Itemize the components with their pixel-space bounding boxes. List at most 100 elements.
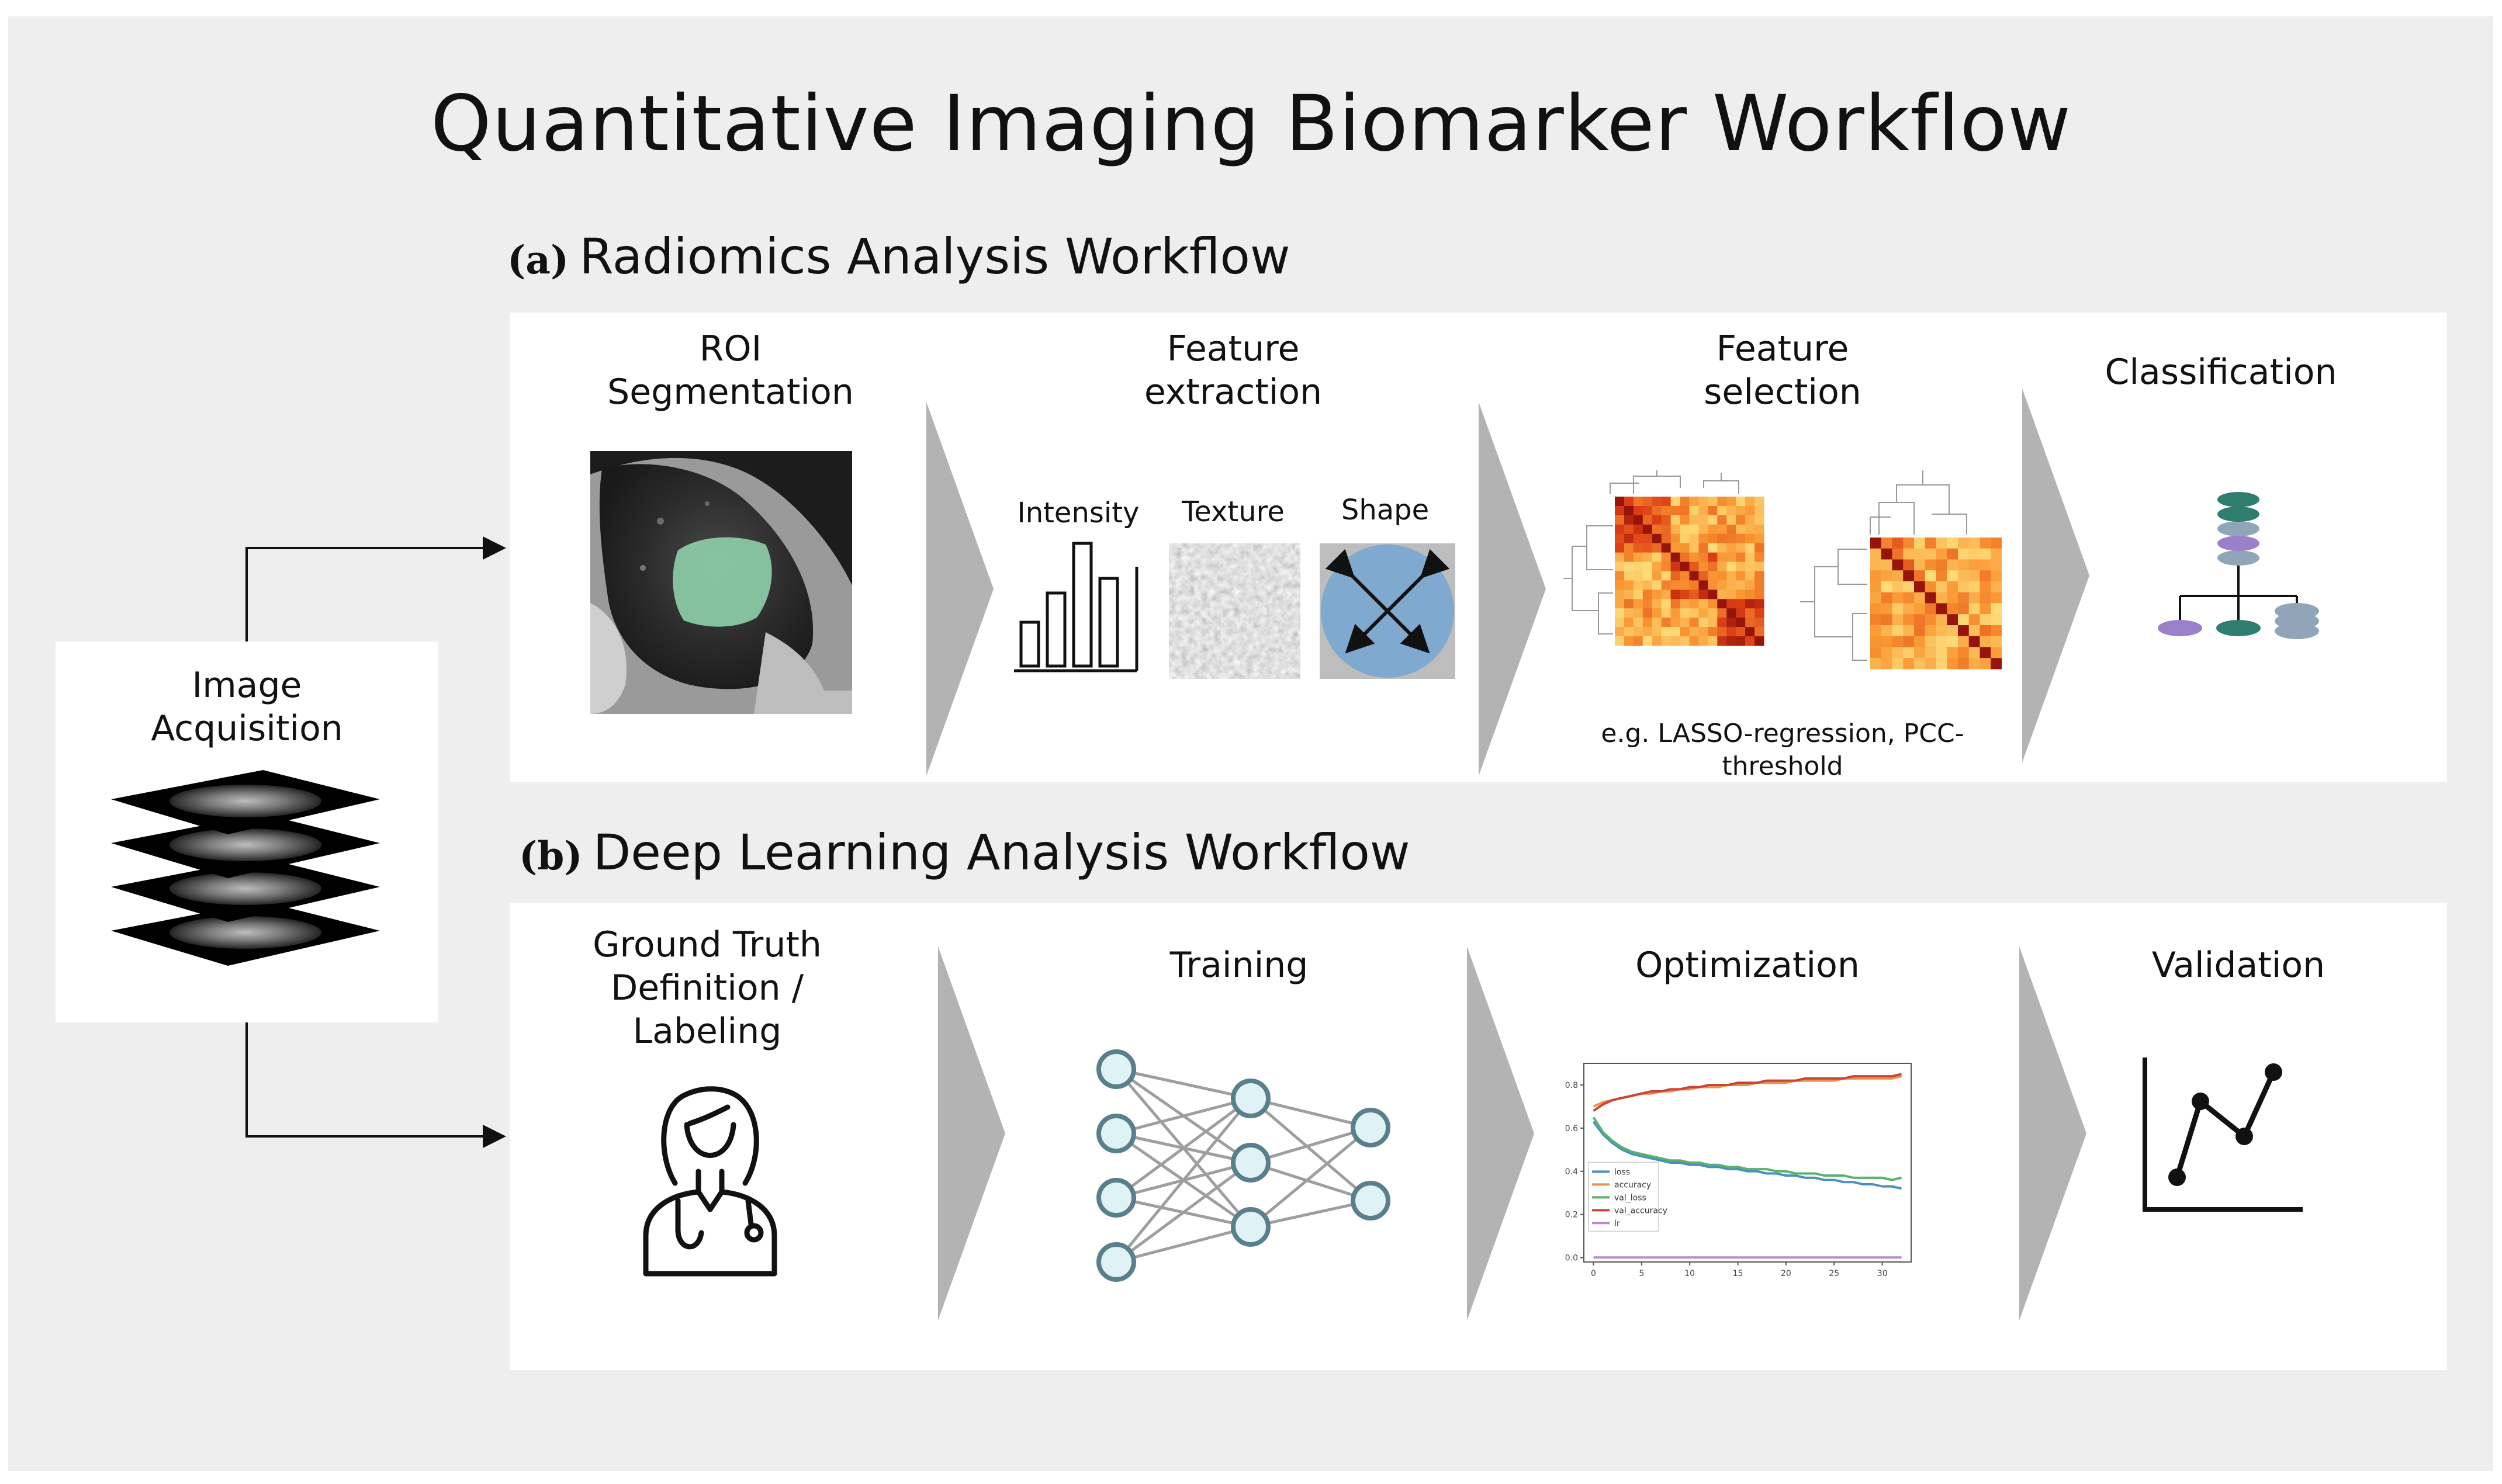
feature-extraction-title-line1: Feature <box>1167 328 1300 369</box>
heatmap-cell <box>1698 533 1708 544</box>
ground-truth-title-line2: Definition / <box>611 968 804 1008</box>
heatmap-cell <box>1689 571 1699 581</box>
heatmap-cell <box>1754 515 1764 525</box>
legend-label-val_loss: val_loss <box>1614 1193 1646 1202</box>
heatmap-cell <box>1615 636 1625 646</box>
heatmap-2-dendrogram <box>1800 470 1967 661</box>
feature-selection-title: Feature selection <box>1596 327 1970 414</box>
heatmap-cell <box>1652 524 1662 535</box>
heatmap-cell <box>1925 581 1936 593</box>
heatmap-cell <box>1689 561 1699 571</box>
heatmap-cell <box>1624 543 1634 553</box>
heatmap-cell <box>1958 570 1970 582</box>
heatmap-cell <box>1680 618 1690 627</box>
heatmap-cell <box>1958 636 1970 647</box>
feature-extraction-title: Feature extraction <box>1046 327 1420 414</box>
heatmap-cell <box>1881 581 1892 593</box>
heatmap-cell <box>1670 636 1681 646</box>
heatmap-cell <box>1652 580 1662 590</box>
heatmap-cell <box>1615 505 1625 516</box>
connector-to-deep-learning <box>245 1022 506 1148</box>
heatmap-cell <box>1624 636 1634 646</box>
legend-label-accuracy: accuracy <box>1614 1180 1651 1190</box>
heatmap-cell <box>1903 658 1915 670</box>
heatmap-cell <box>1708 627 1718 637</box>
heatmap-cell <box>1870 548 1882 560</box>
heatmap-cell <box>1745 552 1755 563</box>
heatmap-cell <box>1652 515 1662 525</box>
heatmap-cell <box>1870 658 1882 670</box>
ground-truth-title-line3: Labeling <box>632 1011 782 1052</box>
heatmap-cell <box>1736 636 1746 646</box>
heatmap-cell <box>1624 580 1634 590</box>
heatmap-cell <box>1708 505 1718 516</box>
heatmap-cell <box>1936 592 1947 604</box>
heatmap-cell <box>1892 538 1904 549</box>
heatmap-cell <box>1745 505 1755 516</box>
heatmap-cell <box>1870 647 1882 658</box>
heatmap-cell <box>1936 570 1947 582</box>
validation-title: Validation <box>2151 945 2325 986</box>
heatmap-cell <box>1680 580 1690 590</box>
heatmap-cell <box>1914 559 1926 571</box>
heatmap-cell <box>1726 608 1736 618</box>
heatmap-cell <box>1968 647 1980 658</box>
heatmap-cell <box>1936 603 1947 615</box>
heatmap-cell <box>1726 590 1736 599</box>
heatmap-cell <box>1980 538 1991 549</box>
heatmap-cell <box>1745 524 1755 535</box>
series-line-loss <box>1592 1121 1902 1190</box>
heatmap-cell <box>1642 533 1653 544</box>
heatmap-cell <box>1903 559 1915 571</box>
x-tick-label: 20 <box>1781 1269 1791 1278</box>
heatmap-cell <box>1698 580 1708 590</box>
heatmap-cell <box>1936 559 1947 571</box>
heatmap-cell <box>1726 524 1736 535</box>
heatmap-cell <box>1652 497 1662 507</box>
legend-label-loss: loss <box>1614 1167 1630 1177</box>
heatmap-cell <box>1914 658 1926 670</box>
heatmap-cell <box>1615 618 1625 627</box>
roi-title-line2: Segmentation <box>607 372 854 412</box>
heatmap-cell <box>1633 497 1643 507</box>
heatmap-cell <box>1903 603 1915 615</box>
heatmap-cell <box>1633 543 1643 553</box>
classifier-leaf-slate-stack <box>2275 603 2319 639</box>
roi-title-line1: ROI <box>699 328 762 369</box>
deep-learning-tag: (b) <box>519 833 583 879</box>
heatmap-cell <box>1624 552 1634 563</box>
heatmap-cell <box>1745 561 1755 571</box>
heatmap-cell <box>1892 548 1904 560</box>
heatmap-cell <box>1754 533 1764 544</box>
classifier-leaf-purple <box>2158 620 2202 636</box>
deep-learning-title: Deep Learning Analysis Workflow <box>593 824 1410 881</box>
heatmap-cell <box>1925 647 1936 658</box>
x-tick-label: 0 <box>1591 1269 1596 1278</box>
ct-slice-2 <box>111 814 380 878</box>
heatmap-cell <box>1754 561 1764 571</box>
heatmap-cell <box>1914 647 1926 658</box>
heatmap-cell <box>1642 636 1653 646</box>
classification-title: Classification <box>2105 352 2337 393</box>
heatmap-cell <box>1870 538 1882 549</box>
heatmap-cell <box>1652 552 1662 563</box>
feature-selection-note-line2: threshold <box>1722 751 1843 781</box>
heatmap-cell <box>1726 599 1736 609</box>
heatmap-cell <box>1633 533 1643 544</box>
heatmap-cell <box>1698 599 1708 609</box>
heatmap-cell <box>1698 590 1708 599</box>
heatmap-cell <box>1624 608 1634 618</box>
heatmap-cell <box>1652 533 1662 544</box>
heatmap-cell <box>1745 608 1755 618</box>
heatmap-cell <box>1936 538 1947 549</box>
heatmap-cell <box>1652 543 1662 553</box>
deep-learning-chevron-2 <box>1467 946 1534 1320</box>
heatmap-cell <box>1968 592 1980 604</box>
heatmap-cell <box>1925 614 1936 626</box>
heatmap-cell <box>1980 581 1991 593</box>
heatmap-cell <box>1736 497 1746 507</box>
heatmap-cell <box>1680 571 1690 581</box>
heatmap-cell <box>1633 590 1643 599</box>
shape-label: Shape <box>1341 494 1430 526</box>
